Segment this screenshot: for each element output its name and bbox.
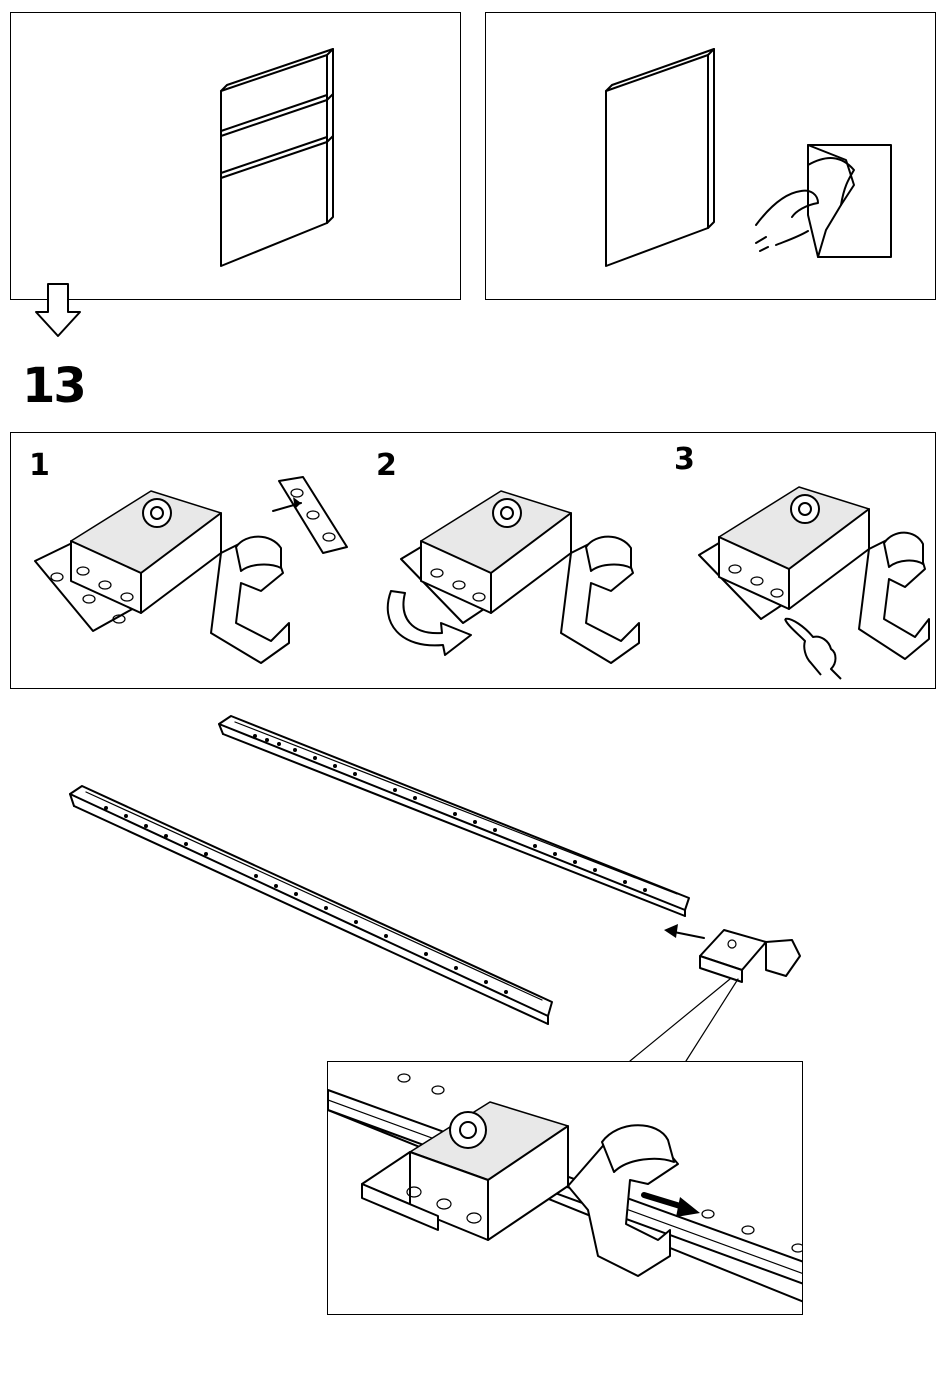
detail-panel xyxy=(327,1061,803,1315)
substeps-panel: 1 2 3 xyxy=(10,432,936,689)
pointing-finger-icon xyxy=(781,613,851,683)
hinge-clip-icon xyxy=(31,473,291,673)
drawer-rail-icon xyxy=(66,780,566,1040)
callout-lines xyxy=(620,975,820,1065)
step-number: 13 xyxy=(22,362,85,410)
front-panel-frame xyxy=(10,12,461,300)
curved-arrow-icon xyxy=(381,583,491,663)
right-arrow-icon xyxy=(628,1177,718,1227)
peel-protective-film-icon xyxy=(746,125,906,265)
three-drawer-front-icon xyxy=(11,13,462,301)
door-panel-frame xyxy=(485,12,936,300)
strip-plate-icon xyxy=(267,473,357,563)
down-arrow-icon xyxy=(30,282,90,342)
